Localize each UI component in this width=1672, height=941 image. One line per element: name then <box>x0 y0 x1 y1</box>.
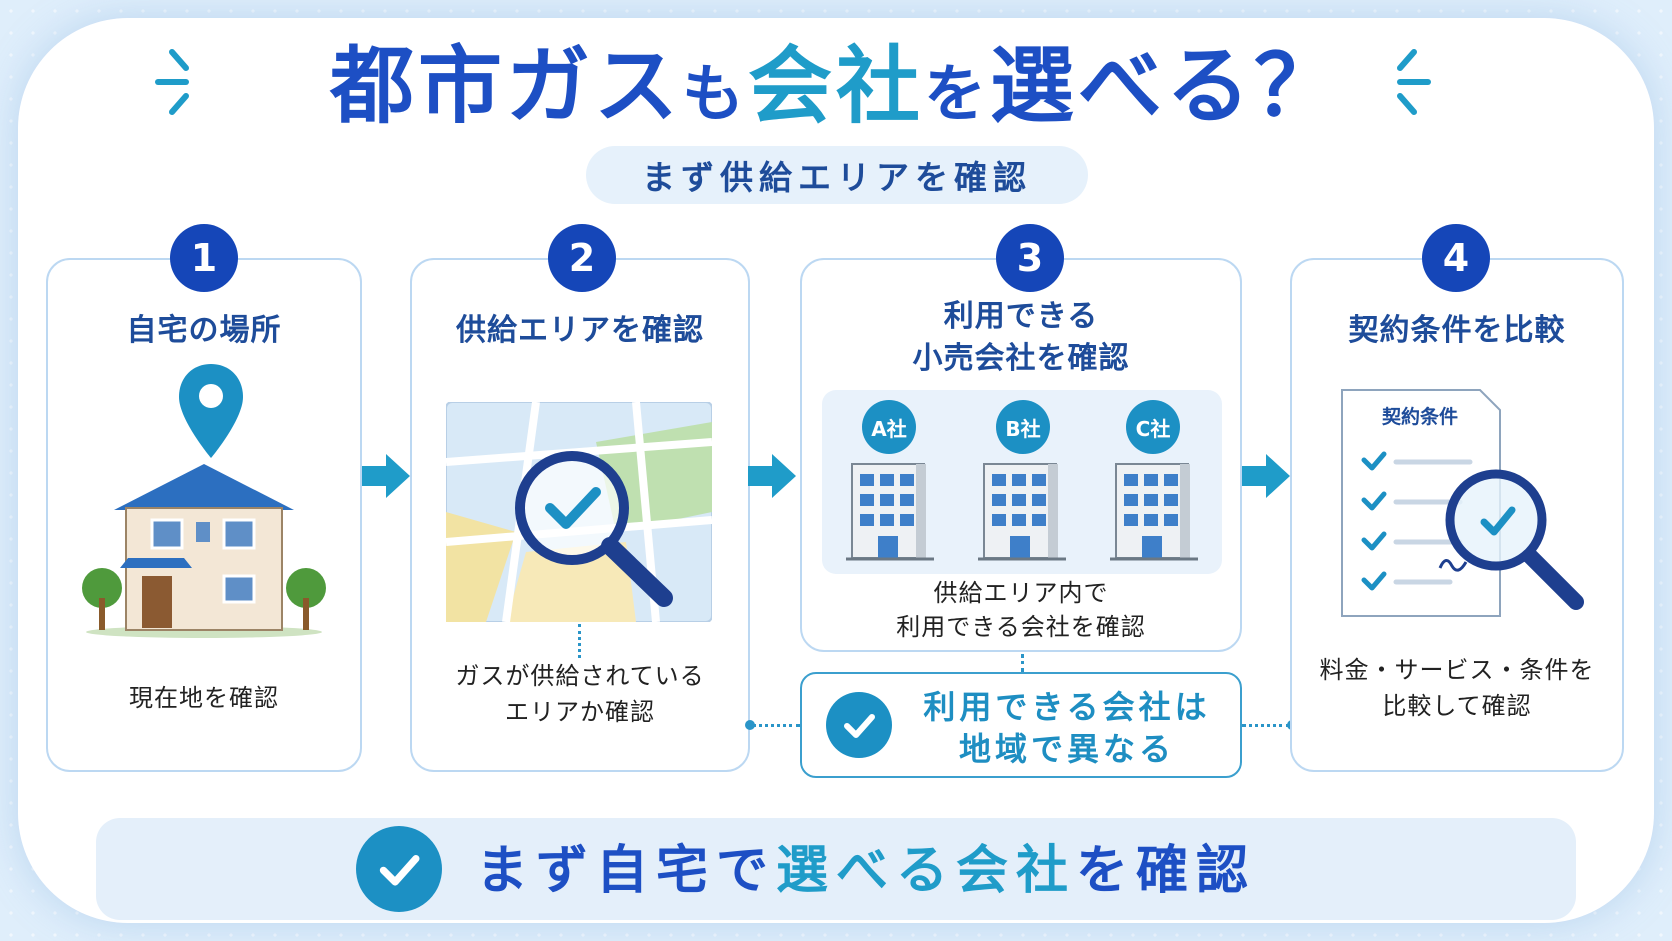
step-text-2-line1: ガスが供給されている <box>455 662 705 690</box>
step-title-1: 自宅の場所 <box>126 313 282 348</box>
step-text-3-line1: 供給エリア内で <box>933 579 1109 607</box>
building-icon <box>846 463 934 561</box>
title-part-city-gas: 都市ガス <box>329 37 682 135</box>
step-text-1: 現在地を確認 <box>129 684 279 712</box>
step-title-3: 利用できる 小売会社を確認 <box>800 296 1242 380</box>
house-icon <box>82 464 326 638</box>
step-badge-1: 1 <box>170 224 238 292</box>
building-icon <box>1110 463 1198 561</box>
area-map-icon <box>446 402 712 622</box>
step-badge-4: 4 <box>1422 224 1490 292</box>
company-badge-c: C社 <box>1126 400 1180 454</box>
step-text-4-line2: 比較して確認 <box>1382 692 1532 720</box>
bottom-message: まず自宅で選べる会社を確認 <box>476 836 1256 906</box>
step-title-2: 供給エリアを確認 <box>456 313 704 348</box>
company-badge-a: A社 <box>862 400 916 454</box>
subtitle-pill: まず供給エリアを確認 <box>586 146 1088 204</box>
company-badge-b: B社 <box>996 400 1050 454</box>
note-box: 利用できる会社は 地域で異なる <box>800 672 1242 778</box>
connector-dot-icon <box>745 720 755 730</box>
step-badge-2: 2 <box>548 224 616 292</box>
title-part-mo: も <box>681 57 748 130</box>
bottom-message-part2: 選べる会社 <box>776 841 1077 901</box>
step-text-3-line2: 利用できる会社を確認 <box>896 613 1146 641</box>
connector-dotted <box>1021 654 1024 672</box>
title-part-choose: 選べる？ <box>990 37 1343 135</box>
step-badge-3: 3 <box>996 224 1064 292</box>
page-title: 都市ガスも会社を選べる？ <box>0 36 1672 144</box>
step-text-3: 供給エリア内で 利用できる会社を確認 <box>800 576 1242 644</box>
arrow-right-icon <box>1242 454 1290 498</box>
note-text-line1: 利用できる会社は <box>923 688 1211 726</box>
title-part-company: 会社 <box>747 37 924 135</box>
step-text-4: 料金・サービス・条件を 比較して確認 <box>1290 652 1624 724</box>
connector-dotted <box>578 624 581 658</box>
check-circle-icon <box>356 826 442 912</box>
check-circle-icon <box>826 692 892 758</box>
arrow-right-icon <box>362 454 410 498</box>
sparkle-left-icon <box>155 49 189 115</box>
connector-dotted <box>1242 724 1290 727</box>
title-part-wo: を <box>924 57 991 130</box>
note-text: 利用できる会社は 地域で異なる <box>902 686 1232 770</box>
step-title-4: 契約条件を比較 <box>1348 313 1566 348</box>
arrow-right-icon <box>748 454 796 498</box>
bottom-message-part3: を確認 <box>1076 841 1257 901</box>
bottom-message-part1: まず自宅で <box>476 841 777 901</box>
step-text-2-line2: エリアか確認 <box>505 698 655 726</box>
step-title-3-line1: 利用できる <box>943 299 1099 334</box>
step-title-3-line2: 小売会社を確認 <box>912 341 1130 376</box>
note-text-line2: 地域で異なる <box>958 730 1175 768</box>
step-text-2: ガスが供給されている エリアか確認 <box>410 658 750 730</box>
contract-document-title: 契約条件 <box>1381 406 1458 428</box>
contract-document-icon <box>1341 389 1584 617</box>
step-text-4-line1: 料金・サービス・条件を <box>1319 656 1595 684</box>
location-pin-icon <box>179 364 243 458</box>
connector-dotted <box>752 724 800 727</box>
sparkle-right-icon <box>1397 49 1431 115</box>
bottom-banner <box>96 818 1576 920</box>
building-icon <box>978 463 1066 561</box>
